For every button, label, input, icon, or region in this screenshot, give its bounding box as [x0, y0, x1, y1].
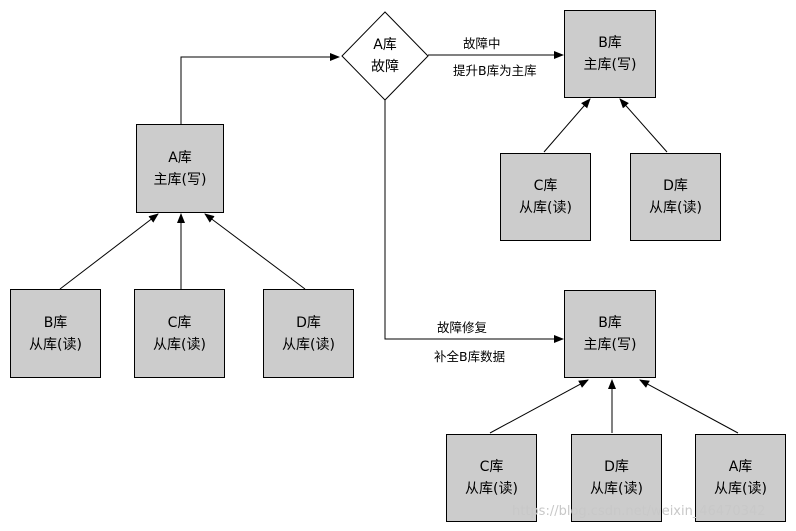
- node-label: D库: [296, 314, 321, 331]
- node-b-master-top: B库 主库(写): [564, 10, 656, 98]
- node-a-group-d-slave: D库 从库(读): [263, 289, 354, 378]
- fault-diamond: [341, 11, 429, 101]
- fault-state: 故障: [371, 59, 399, 75]
- node-label: A库: [728, 459, 753, 475]
- fault-label: A库: [373, 37, 397, 53]
- edge-top-d-to-b-master: [619, 98, 668, 153]
- node-top-d-slave: D库 从库(读): [630, 153, 721, 241]
- edge-bot-c-to-b-master: [489, 379, 589, 434]
- node-role: 主库(写): [583, 337, 637, 353]
- node-label: C库: [479, 459, 504, 475]
- node-role: 从库(读): [590, 481, 643, 497]
- node-role: 主库(写): [583, 57, 637, 73]
- node-label: C库: [167, 314, 192, 331]
- node-role: 从库(读): [153, 336, 206, 353]
- node-label: B库: [598, 315, 622, 331]
- edge-label-in-fault: 故障中: [463, 36, 501, 51]
- edge-label-complete-b-data: 补全B库数据: [434, 349, 506, 364]
- node-a-group-c-slave: C库 从库(读): [134, 289, 225, 378]
- node-label: D库: [604, 459, 629, 475]
- node-label: A库: [168, 149, 192, 166]
- node-bottom-a-slave: A库 从库(读): [695, 434, 786, 522]
- edge-top-c-to-b-master: [543, 98, 591, 153]
- edge-fault-to-b-master-bottom: [384, 100, 564, 343]
- node-a-master: A库 主库(写): [136, 124, 224, 213]
- edge-label-promote-b: 提升B库为主库: [453, 63, 537, 78]
- node-top-c-slave: C库 从库(读): [500, 153, 591, 241]
- node-role: 从库(读): [29, 336, 82, 353]
- edge-label-fault-repaired: 故障修复: [437, 320, 488, 335]
- node-role: 主库(写): [153, 171, 207, 188]
- node-a-group-b-slave: B库 从库(读): [10, 289, 101, 378]
- node-label: C库: [533, 178, 558, 194]
- node-label: B库: [43, 314, 68, 331]
- node-bottom-c-slave: C库 从库(读): [446, 434, 537, 522]
- node-label: B库: [598, 35, 622, 51]
- node-bottom-d-slave: D库 从库(读): [571, 434, 662, 522]
- node-label: D库: [663, 178, 688, 194]
- node-role: 从库(读): [519, 200, 572, 216]
- node-role: 从库(读): [649, 200, 702, 216]
- node-role: 从库(读): [714, 481, 767, 497]
- node-role: 从库(读): [282, 336, 335, 353]
- edge-b-slave-to-a-master: [59, 213, 159, 290]
- node-role: 从库(读): [465, 481, 518, 497]
- edge-bot-a-to-b-master: [639, 379, 739, 434]
- edge-a-master-to-fault: [180, 53, 340, 124]
- edge-d-slave-to-a-master: [204, 213, 306, 290]
- fault-diamond-label: A库 故障: [342, 12, 428, 100]
- node-b-master-bottom: B库 主库(写): [564, 290, 656, 378]
- watermark: https://blog.csdn.net/weixin_46470342: [512, 504, 766, 519]
